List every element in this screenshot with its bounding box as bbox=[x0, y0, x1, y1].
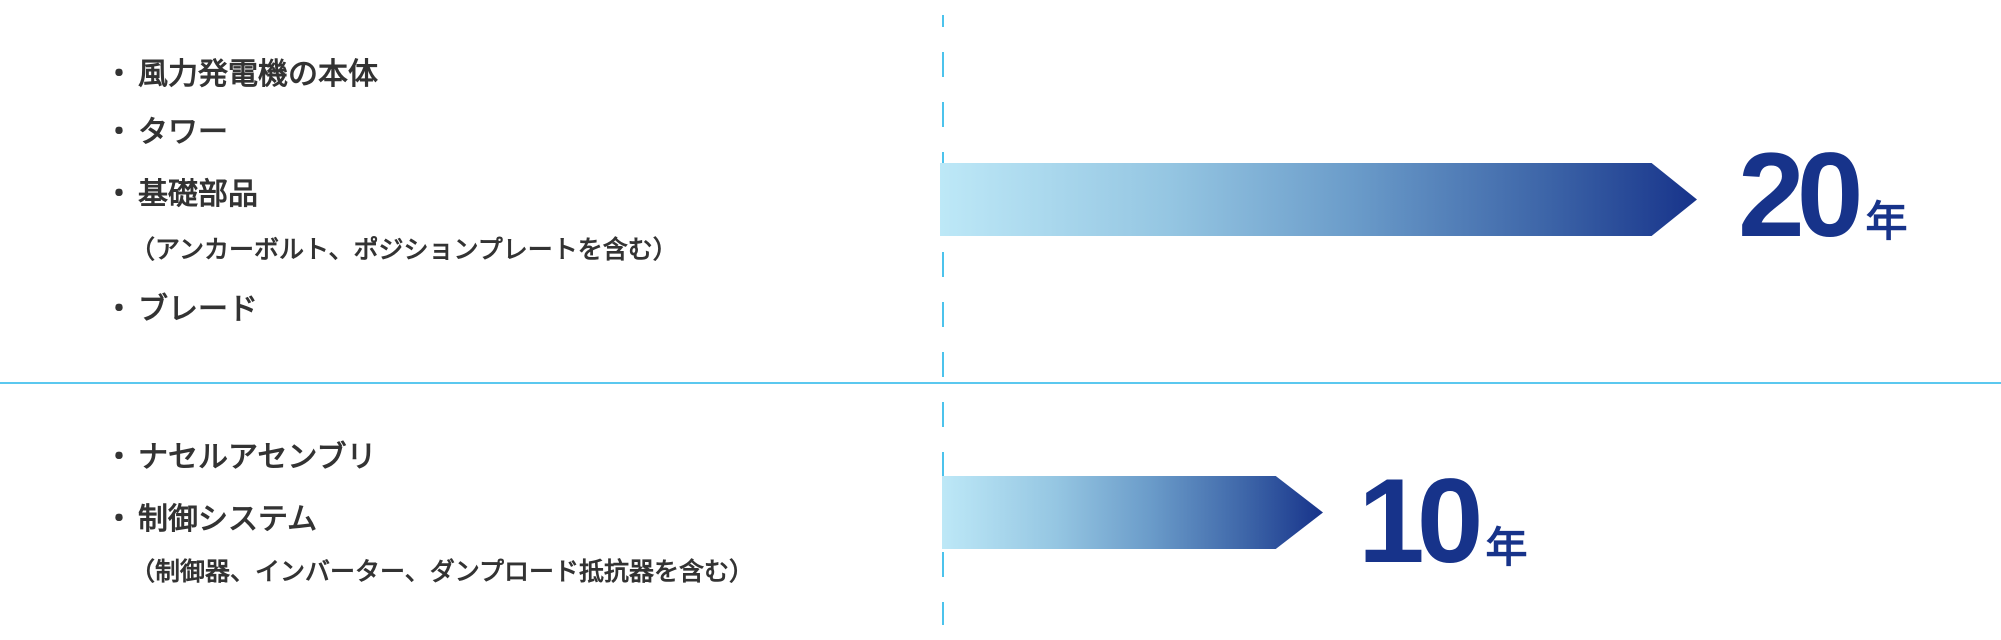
list-item-tower: ・ タワー bbox=[104, 113, 228, 153]
list-item-label: ナセルアセンブリ bbox=[138, 440, 377, 475]
timeline-origin-dashed-line bbox=[942, 15, 944, 625]
list-item-label: 制御システム bbox=[138, 502, 318, 537]
list-item-control-system: ・ 制御システム bbox=[104, 500, 317, 540]
bullet-icon: ・ bbox=[104, 57, 134, 92]
list-item-turbine-body: ・ 風力発電機の本体 bbox=[104, 55, 378, 95]
bullet-icon: ・ bbox=[104, 115, 134, 150]
list-item-foundation-parts: ・ 基礎部品 bbox=[104, 175, 258, 215]
section-20-year: ・ 風力発電機の本体 ・ タワー ・ 基礎部品 （アンカーボルト、ポジションプレ… bbox=[104, 55, 1908, 330]
duration-arrow-10-year bbox=[942, 476, 1323, 549]
duration-label-10-year: 10 年 bbox=[1358, 461, 1528, 581]
bullet-icon: ・ bbox=[104, 177, 134, 212]
duration-value: 10 bbox=[1358, 454, 1484, 588]
list-item-note-control-system: （制御器、インバーター、ダンプロード抵抗器を含む） bbox=[130, 557, 755, 586]
list-item-nacelle-assembly: ・ ナセルアセンブリ bbox=[104, 438, 377, 478]
duration-value: 20 bbox=[1738, 128, 1864, 262]
list-item-label: 基礎部品 bbox=[138, 177, 258, 212]
bullet-icon: ・ bbox=[104, 292, 134, 327]
bullet-icon: ・ bbox=[104, 502, 134, 537]
duration-unit: 年 bbox=[1865, 197, 1908, 246]
list-item-blade: ・ ブレード bbox=[104, 290, 258, 330]
bullet-icon: ・ bbox=[104, 440, 134, 475]
duration-arrow-20-year bbox=[940, 163, 1697, 236]
duration-unit: 年 bbox=[1485, 523, 1528, 572]
section-divider bbox=[0, 382, 2001, 384]
duration-label-20-year: 20 年 bbox=[1738, 135, 1908, 255]
list-item-label: 風力発電機の本体 bbox=[138, 57, 378, 92]
list-item-label: タワー bbox=[138, 115, 228, 150]
list-item-label: ブレード bbox=[138, 292, 258, 327]
list-item-note-foundation: （アンカーボルト、ポジションプレートを含む） bbox=[130, 235, 678, 264]
